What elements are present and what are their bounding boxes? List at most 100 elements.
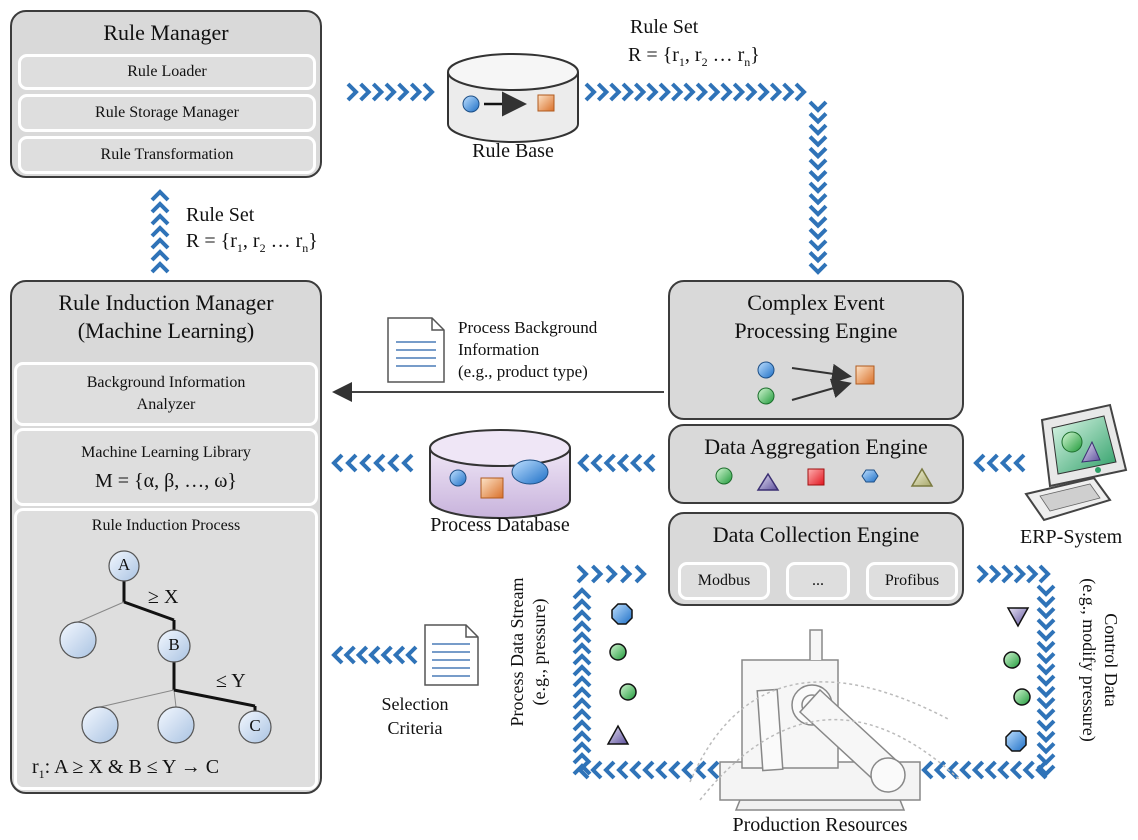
- chevron-mark: [1036, 753, 1056, 766]
- chevron-mark: [603, 453, 616, 473]
- chevron-mark: [584, 82, 597, 102]
- background-info-line1: Process Background: [458, 318, 598, 337]
- erp-system-label: ERP-System: [1020, 526, 1123, 548]
- chevron-mark: [405, 645, 418, 665]
- selection-criteria-line1: Selection: [381, 694, 449, 714]
- chevron-mark: [387, 453, 400, 473]
- control-data-line1: Control Data: [1101, 613, 1121, 707]
- chevron-mark: [572, 642, 592, 655]
- chevron-mark: [572, 664, 592, 677]
- rule-base-cylinder-icon: [447, 53, 579, 143]
- chevron-mark: [621, 82, 634, 102]
- profibus-label: Profibus: [884, 572, 940, 589]
- chevron-mark: [590, 760, 603, 780]
- chevron-mark: [808, 239, 828, 252]
- chevron-mark: [671, 82, 684, 102]
- chevron-mark: [392, 645, 406, 665]
- chevron-mark: [150, 225, 170, 238]
- chevron-mark: [572, 609, 592, 622]
- chevron-mark: [150, 261, 170, 274]
- chevron-mark: [808, 100, 828, 113]
- chevron-mark: [808, 135, 828, 148]
- chevron-mark: [1036, 584, 1056, 597]
- chevron-mark: [808, 262, 828, 275]
- chevron-mark: [596, 82, 610, 102]
- chevron-mark: [409, 82, 423, 102]
- chevron-mark: [572, 587, 592, 600]
- rule-storage-manager-label: Rule Storage Manager: [95, 104, 239, 121]
- chevron-mark: [946, 760, 959, 780]
- chevron-mark: [591, 564, 604, 584]
- chevron-mark: [590, 453, 603, 473]
- rule-induction-title-line1: Rule Induction Manager: [58, 290, 274, 315]
- chevron-arrows: [150, 82, 1056, 780]
- rule-base-label: Rule Base: [472, 140, 554, 162]
- chevron-mark: [1013, 453, 1026, 473]
- rule-set-top-title: Rule Set: [630, 16, 699, 38]
- chevron-mark: [629, 453, 643, 473]
- production-resources-label: Production Resources: [732, 814, 908, 836]
- chevron-mark: [603, 760, 616, 780]
- chevron-mark: [683, 82, 696, 102]
- condition-x-label: ≥ X: [148, 586, 179, 608]
- chevron-mark: [808, 112, 828, 125]
- chevron-mark: [634, 564, 647, 584]
- chevron-mark: [695, 82, 709, 102]
- chevron-mark: [380, 645, 393, 665]
- chevron-mark: [782, 82, 795, 102]
- chevron-mark: [707, 760, 720, 780]
- rule-induction-title-line2: (Machine Learning): [77, 318, 255, 343]
- chevron-mark: [616, 760, 629, 780]
- chevron-mark: [343, 645, 356, 665]
- chevron-mark: [331, 453, 344, 473]
- node-a-text: A: [117, 555, 131, 574]
- chevron-mark: [368, 645, 381, 665]
- chevron-mark: [572, 697, 592, 710]
- cep-panel: Complex Event Processing Engine: [668, 280, 964, 420]
- rule-set-top-formula: R = {r1, r2 … rn}: [628, 44, 760, 69]
- chevron-mark: [576, 564, 589, 584]
- chevron-mark: [1036, 730, 1056, 744]
- chevron-mark: [808, 227, 828, 241]
- chevron-mark: [345, 453, 358, 473]
- process-data-stream-label: Process Data Stream (e.g., pressure): [506, 542, 550, 762]
- chevron-mark: [646, 82, 659, 102]
- control-data-label: Control Data (e.g., modify pressure): [1078, 540, 1122, 780]
- chevron-mark: [572, 686, 592, 699]
- data-aggregation-panel: Data Aggregation Engine: [668, 424, 964, 504]
- process-data-stream-line2: (e.g., pressure): [529, 598, 549, 706]
- computer-icon: [1024, 403, 1128, 522]
- data-aggregation-title: Data Aggregation Engine: [704, 434, 928, 459]
- chevron-mark: [572, 598, 592, 611]
- induced-rule-label: r1: A ≥ X & B ≤ Y → C: [32, 756, 219, 782]
- chevron-mark: [984, 760, 997, 780]
- chevron-mark: [572, 620, 592, 633]
- chevron-mark: [794, 82, 807, 102]
- chevron-mark: [371, 82, 385, 102]
- chevron-mark: [572, 631, 592, 644]
- chevron-mark: [999, 453, 1013, 473]
- data-collection-panel: Data Collection Engine Modbus ... Profib…: [668, 512, 964, 606]
- chevron-mark: [1035, 760, 1048, 780]
- chevron-mark: [1036, 674, 1056, 687]
- chevron-mark: [150, 201, 170, 214]
- background-analyzer-item: Background Information Analyzer: [14, 362, 318, 426]
- chevron-mark: [720, 82, 733, 102]
- chevron-mark: [808, 123, 828, 136]
- chevron-mark: [572, 730, 592, 743]
- chevron-mark: [633, 82, 647, 102]
- rule-loader-item: Rule Loader: [18, 54, 316, 90]
- chevron-mark: [642, 760, 655, 780]
- chevron-mark: [331, 645, 344, 665]
- chevron-mark: [1036, 663, 1056, 676]
- chevron-mark: [384, 82, 397, 102]
- chevron-mark: [150, 249, 170, 262]
- chevron-mark: [681, 760, 694, 780]
- chevron-mark: [572, 752, 592, 765]
- chevron-mark: [609, 82, 622, 102]
- chevron-mark: [1036, 742, 1056, 755]
- control-stream-icons: [1003, 607, 1031, 752]
- chevron-mark: [658, 82, 671, 102]
- selection-document-icon: [424, 624, 479, 686]
